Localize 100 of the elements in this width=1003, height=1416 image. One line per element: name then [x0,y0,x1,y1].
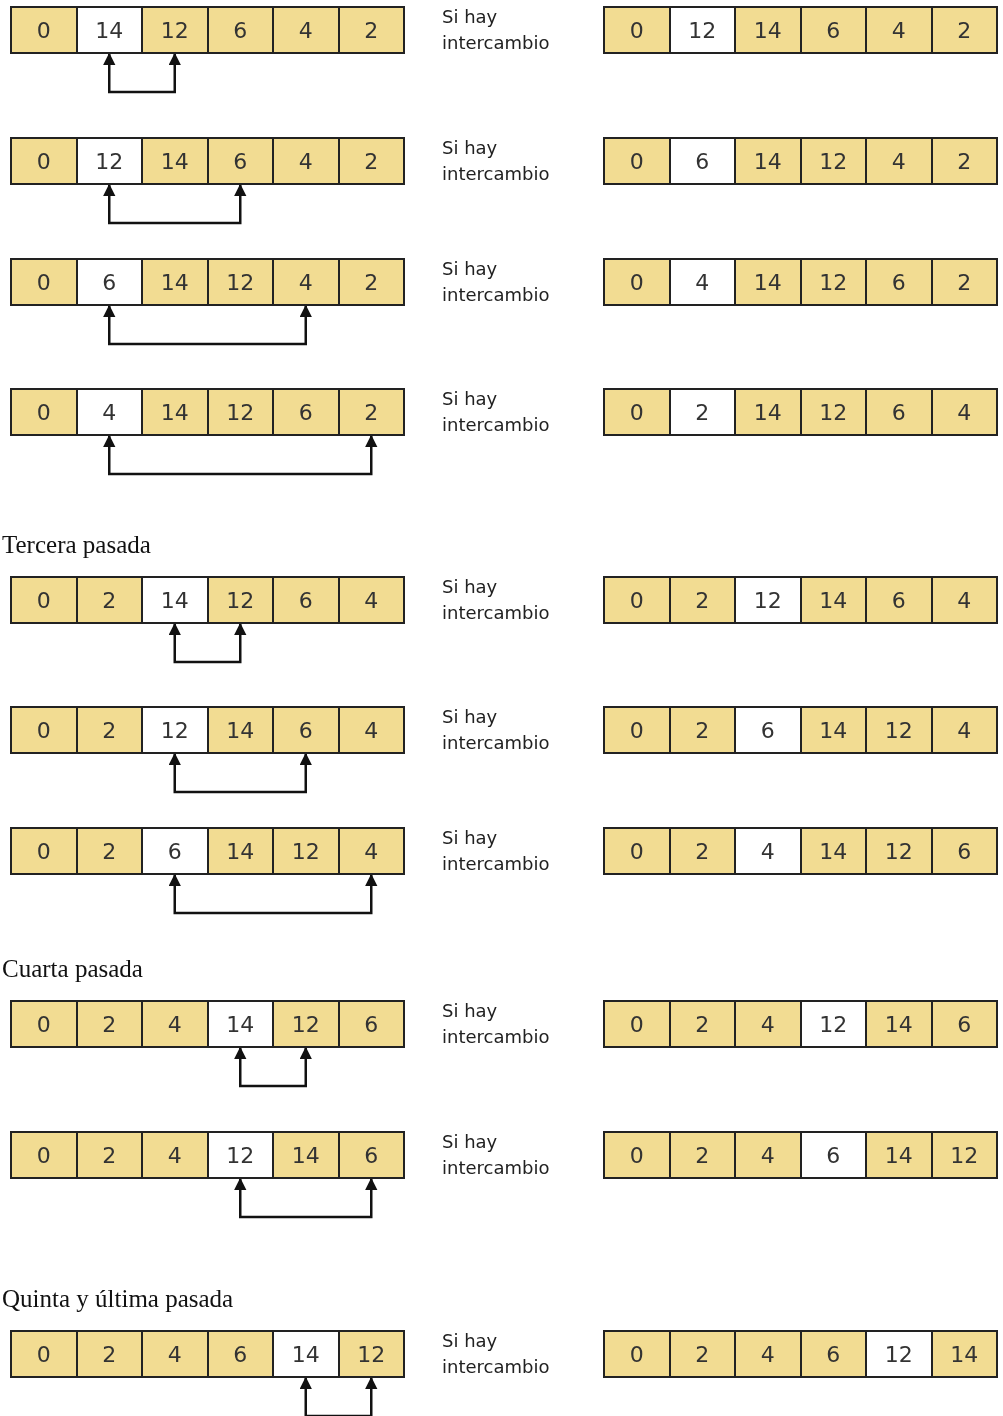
swap-arrow [103,52,181,94]
note-text: Si hay intercambio [442,387,551,437]
array-cell: 14 [865,1131,933,1179]
array-cell: 2 [668,388,736,436]
note-text: Si hay intercambio [442,136,551,186]
array-cell: 2 [75,706,143,754]
swap-arrow [168,622,247,664]
array-cell: 14 [734,258,802,306]
array-cell: 4 [734,827,802,875]
array-cell: 2 [930,137,998,185]
array-cell: 0 [10,1131,78,1179]
array-cell: 14 [799,706,867,754]
array-cell: 14 [75,6,143,54]
array-cell: 12 [141,6,209,54]
array-cell: 12 [206,258,274,306]
array-cell: 12 [865,827,933,875]
array-cell: 14 [865,1000,933,1048]
section-heading: Tercera pasada [2,531,151,559]
array-cell: 0 [10,258,78,306]
array-cell: 6 [206,1330,274,1378]
array-cell: 2 [668,706,736,754]
array-cell: 14 [930,1330,998,1378]
array-cell: 4 [337,827,405,875]
array-cell: 4 [337,576,405,624]
array-cell: 14 [734,6,802,54]
note-text: Si hay intercambio [442,1130,551,1180]
array-cell: 6 [337,1131,405,1179]
array-cell: 12 [668,6,736,54]
array-cell: 4 [930,576,998,624]
array-cell: 12 [930,1131,998,1179]
array-cell: 0 [10,706,78,754]
array-cell: 0 [603,1131,671,1179]
array-cell: 4 [141,1330,209,1378]
array-cell: 2 [930,6,998,54]
array-cell: 0 [603,1000,671,1048]
section-heading: Cuarta pasada [2,955,143,983]
array-cell: 14 [206,827,274,875]
array-cell: 4 [734,1330,802,1378]
note-text: Si hay intercambio [442,999,551,1049]
array-cell: 12 [799,1000,867,1048]
array-cell: 14 [206,1000,274,1048]
array-cell: 0 [10,388,78,436]
array-cell: 6 [930,827,998,875]
section-heading: Quinta y última pasada [2,1285,234,1313]
array-cell: 12 [799,388,867,436]
array-cell: 0 [603,6,671,54]
array-cell: 12 [141,706,209,754]
array-cell: 2 [337,388,405,436]
array-cell: 12 [206,576,274,624]
array-cell: 0 [10,827,78,875]
array-cell: 14 [272,1330,340,1378]
swap-arrow [103,304,312,346]
array-cell: 4 [337,706,405,754]
array-cell: 2 [668,1330,736,1378]
array-cell: 2 [75,1131,143,1179]
array-cell: 6 [206,137,274,185]
array-cell: 4 [930,706,998,754]
array-cell: 0 [603,576,671,624]
array-cell: 12 [272,827,340,875]
array-cell: 12 [272,1000,340,1048]
array-cell: 2 [337,258,405,306]
array-cell: 12 [206,388,274,436]
array-cell: 0 [603,1330,671,1378]
array-cell: 4 [75,388,143,436]
array-cell: 0 [10,1000,78,1048]
array-cell: 12 [865,1330,933,1378]
array-cell: 6 [799,1330,867,1378]
array-cell: 6 [865,258,933,306]
array-cell: 0 [10,576,78,624]
array-cell: 2 [75,827,143,875]
array-cell: 14 [734,388,802,436]
array-cell: 4 [865,6,933,54]
array-cell: 2 [75,1330,143,1378]
array-cell: 0 [603,137,671,185]
array-cell: 2 [75,1000,143,1048]
array-cell: 4 [734,1131,802,1179]
array-cell: 0 [603,706,671,754]
array-cell: 0 [603,827,671,875]
array-cell: 4 [865,137,933,185]
array-cell: 0 [10,6,78,54]
array-cell: 2 [930,258,998,306]
array-cell: 12 [734,576,802,624]
array-cell: 2 [75,576,143,624]
array-cell: 14 [141,388,209,436]
array-cell: 14 [272,1131,340,1179]
array-cell: 6 [668,137,736,185]
array-cell: 2 [337,6,405,54]
array-cell: 0 [10,137,78,185]
array-cell: 14 [141,576,209,624]
array-cell: 2 [668,1131,736,1179]
array-cell: 14 [141,137,209,185]
note-text: Si hay intercambio [442,1329,551,1379]
array-cell: 12 [799,137,867,185]
array-cell: 12 [206,1131,274,1179]
array-cell: 14 [141,258,209,306]
array-cell: 14 [734,137,802,185]
array-cell: 6 [272,706,340,754]
array-cell: 6 [337,1000,405,1048]
array-cell: 0 [10,1330,78,1378]
array-cell: 2 [668,576,736,624]
